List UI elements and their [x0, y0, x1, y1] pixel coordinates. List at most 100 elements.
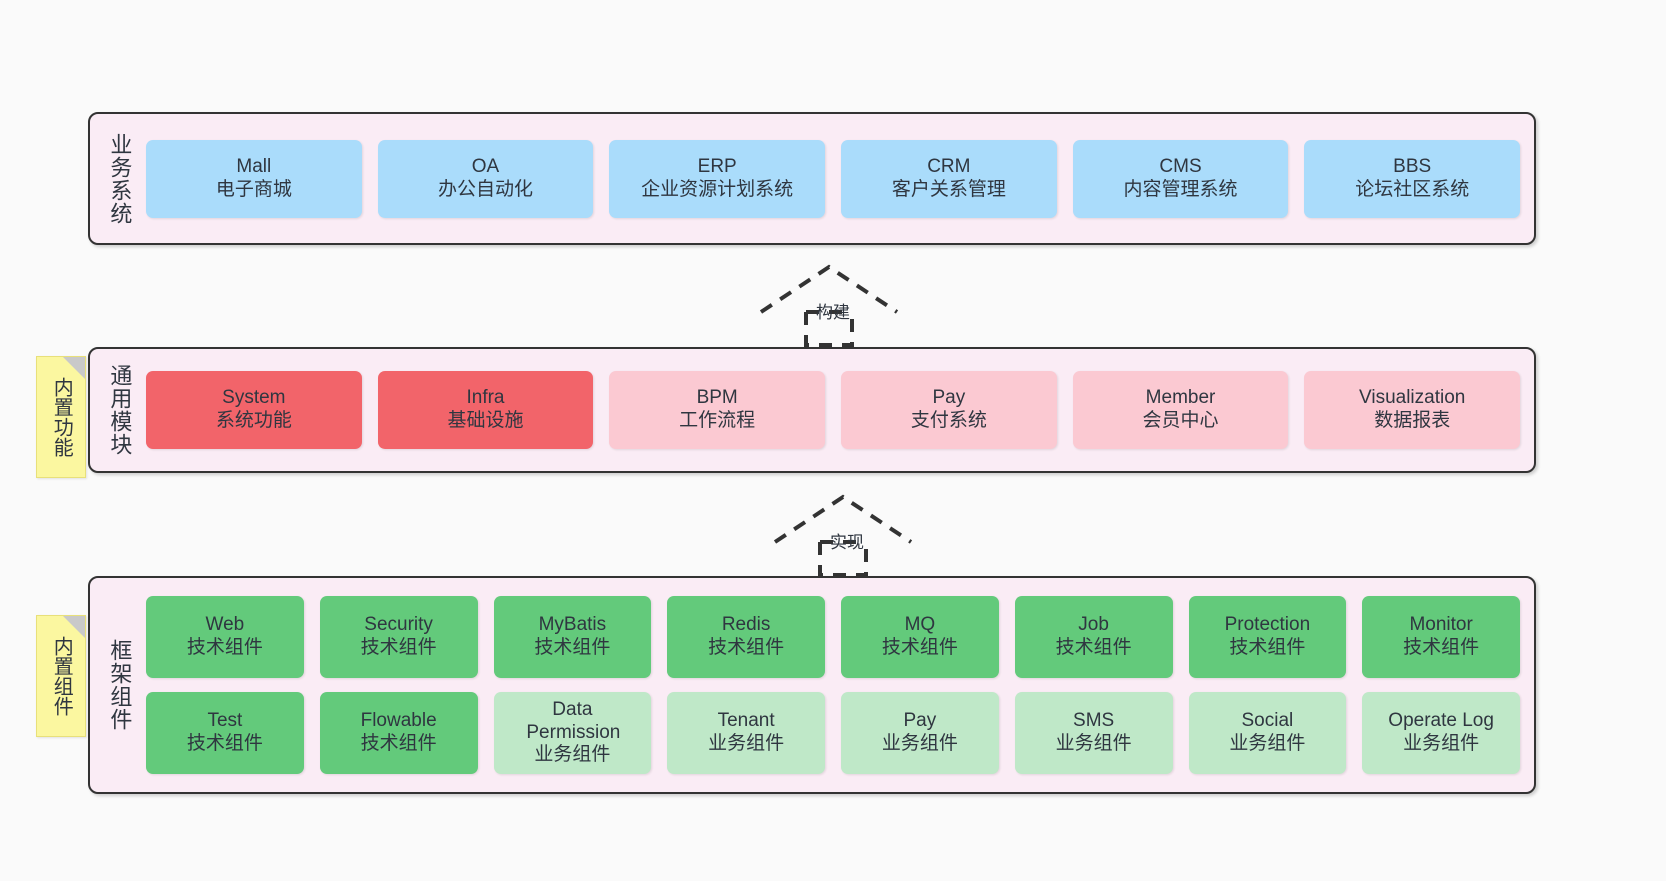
- card-erp-desc: 企业资源计划系统: [641, 178, 794, 200]
- card-protection-desc: 技术组件: [1229, 637, 1306, 658]
- card-bpm-desc: 工作流程: [679, 410, 756, 431]
- card-security-desc: 技术组件: [360, 637, 437, 658]
- card-sms-desc: 业务组件: [1055, 733, 1132, 754]
- card-sms-name: SMS: [1073, 710, 1115, 732]
- layer-common-module-body: System 系统功能 Infra 基础设施 BPM 工作流程 Pay 支付系统…: [142, 349, 1534, 471]
- card-flowable-name: Flowable: [360, 710, 437, 732]
- layer-common-module-title: 通用模块: [107, 364, 133, 456]
- arrow-implement: 实现: [772, 492, 914, 578]
- note-fold-corner-icon: [63, 616, 85, 638]
- card-flowable[interactable]: Flowable 技术组件: [319, 692, 478, 774]
- card-protection[interactable]: Protection 技术组件: [1188, 596, 1347, 678]
- layer-framework-component-title: 框架组件: [107, 639, 133, 731]
- card-mq[interactable]: MQ 技术组件: [841, 596, 999, 678]
- card-operate-log-desc: 业务组件: [1403, 733, 1480, 754]
- layer-framework-component-body: Web 技术组件 Security 技术组件 MyBatis 技术组件 Redi…: [142, 578, 1534, 792]
- layer-business-system: 业务系统 Mall 电子商城 OA 办公自动化 ERP 企业资源计划系统 CRM: [88, 112, 1536, 245]
- card-bpm[interactable]: BPM 工作流程: [609, 371, 826, 449]
- card-cms-desc: 内容管理系统: [1123, 178, 1238, 200]
- card-mybatis[interactable]: MyBatis 技术组件: [493, 596, 652, 678]
- card-data-permission-desc: 业务组件: [534, 744, 611, 766]
- card-pay-module-desc: 支付系统: [910, 410, 987, 431]
- card-redis-name: Redis: [721, 614, 771, 636]
- card-pay-module-name: Pay: [932, 387, 966, 409]
- card-system-name: System: [222, 387, 286, 409]
- common-module-row: System 系统功能 Infra 基础设施 BPM 工作流程 Pay 支付系统…: [146, 371, 1521, 449]
- card-oa-desc: 办公自动化: [438, 178, 534, 200]
- card-bbs[interactable]: BBS 论坛社区系统: [1304, 139, 1521, 218]
- card-crm-name: CRM: [927, 155, 971, 177]
- card-flowable-desc: 技术组件: [360, 733, 437, 754]
- card-mq-desc: 技术组件: [881, 637, 958, 658]
- card-tenant-desc: 业务组件: [708, 733, 785, 754]
- business-system-row: Mall 电子商城 OA 办公自动化 ERP 企业资源计划系统 CRM 客户关系…: [146, 139, 1521, 218]
- card-web[interactable]: Web 技术组件: [146, 596, 304, 678]
- card-security-name: Security: [364, 614, 433, 636]
- card-pay-component-desc: 业务组件: [881, 733, 958, 754]
- layer-framework-component: 框架组件 Web 技术组件 Security 技术组件 MyBatis 技术组件…: [88, 576, 1536, 794]
- card-test-name: Test: [207, 710, 243, 732]
- card-member-desc: 会员中心: [1142, 410, 1219, 431]
- card-social-name: Social: [1241, 710, 1294, 732]
- card-monitor-desc: 技术组件: [1403, 637, 1480, 658]
- card-cms-name: CMS: [1159, 155, 1202, 177]
- card-job[interactable]: Job 技术组件: [1014, 596, 1173, 678]
- card-job-desc: 技术组件: [1055, 637, 1132, 658]
- card-mall[interactable]: Mall 电子商城: [146, 139, 362, 218]
- note-builtin-components-text: 内置组件: [50, 636, 73, 716]
- card-mybatis-desc: 技术组件: [534, 637, 611, 658]
- card-monitor-name: Monitor: [1409, 614, 1473, 636]
- card-system[interactable]: System 系统功能: [146, 371, 362, 449]
- card-data-permission[interactable]: Data Permission 业务组件: [493, 692, 652, 774]
- card-erp[interactable]: ERP 企业资源计划系统: [609, 139, 826, 218]
- card-data-permission-name: Data Permission: [526, 698, 621, 743]
- layer-common-module: 通用模块 System 系统功能 Infra 基础设施 BPM 工作流程 Pay: [88, 347, 1536, 473]
- card-mall-name: Mall: [236, 155, 272, 177]
- card-mybatis-name: MyBatis: [538, 614, 607, 636]
- note-fold-corner-icon: [63, 357, 85, 379]
- card-mq-name: MQ: [904, 614, 936, 636]
- card-system-desc: 系统功能: [215, 410, 292, 431]
- card-bbs-name: BBS: [1393, 155, 1432, 177]
- card-redis[interactable]: Redis 技术组件: [667, 596, 825, 678]
- card-oa-name: OA: [471, 155, 500, 177]
- card-social-desc: 业务组件: [1229, 733, 1306, 754]
- card-operate-log-name: Operate Log: [1388, 710, 1494, 732]
- card-operate-log[interactable]: Operate Log 业务组件: [1362, 692, 1520, 774]
- note-builtin-features: 内置功能: [36, 356, 86, 478]
- card-crm[interactable]: CRM 客户关系管理: [841, 139, 1057, 218]
- card-member-name: Member: [1145, 387, 1216, 409]
- note-builtin-components: 内置组件: [36, 615, 86, 737]
- card-crm-desc: 客户关系管理: [891, 178, 1006, 200]
- arrow-build: 构建: [758, 262, 900, 348]
- card-oa[interactable]: OA 办公自动化: [377, 139, 594, 218]
- card-pay-module[interactable]: Pay 支付系统: [841, 371, 1057, 449]
- card-job-name: Job: [1078, 614, 1109, 636]
- note-builtin-features-text: 内置功能: [50, 377, 73, 457]
- card-monitor[interactable]: Monitor 技术组件: [1362, 596, 1520, 678]
- card-redis-desc: 技术组件: [708, 637, 785, 658]
- card-infra[interactable]: Infra 基础设施: [377, 371, 594, 449]
- card-cms[interactable]: CMS 内容管理系统: [1072, 139, 1289, 218]
- layer-business-system-body: Mall 电子商城 OA 办公自动化 ERP 企业资源计划系统 CRM 客户关系…: [142, 114, 1534, 243]
- card-sms[interactable]: SMS 业务组件: [1014, 692, 1173, 774]
- card-social[interactable]: Social 业务组件: [1188, 692, 1347, 774]
- card-pay-component[interactable]: Pay 业务组件: [841, 692, 999, 774]
- card-tenant[interactable]: Tenant 业务组件: [667, 692, 825, 774]
- card-visualization[interactable]: Visualization 数据报表: [1304, 371, 1521, 449]
- card-protection-name: Protection: [1224, 614, 1311, 636]
- card-member[interactable]: Member 会员中心: [1072, 371, 1289, 449]
- card-tenant-name: Tenant: [717, 710, 775, 732]
- card-test-desc: 技术组件: [186, 733, 263, 754]
- card-visualization-desc: 数据报表: [1374, 410, 1451, 431]
- card-security[interactable]: Security 技术组件: [319, 596, 478, 678]
- card-test[interactable]: Test 技术组件: [146, 692, 304, 774]
- framework-row-business: Test 技术组件 Flowable 技术组件 Data Permission …: [146, 692, 1520, 774]
- card-pay-component-name: Pay: [903, 710, 937, 732]
- arrow-build-label: 构建: [816, 303, 850, 322]
- card-web-desc: 技术组件: [186, 637, 263, 658]
- framework-row-tech: Web 技术组件 Security 技术组件 MyBatis 技术组件 Redi…: [146, 596, 1520, 678]
- card-bpm-name: BPM: [696, 387, 738, 409]
- arrow-implement-label: 实现: [830, 533, 864, 552]
